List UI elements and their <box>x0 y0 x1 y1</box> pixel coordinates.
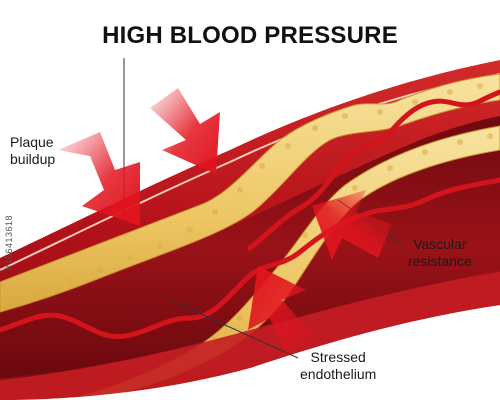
vessel-outer-highlight <box>0 73 500 271</box>
stressed-endothelium-lower <box>0 177 500 340</box>
image-id-credit: #156413618 <box>4 214 14 270</box>
pressure-arrow-bottom <box>248 266 316 356</box>
label-plaque-line-1: Plaque <box>10 134 54 150</box>
label-vascular-resistance: Vascular resistance <box>408 236 472 270</box>
label-stressed-endothelium: Stressed endothelium <box>300 349 376 383</box>
label-endothelium-line-1: Stressed <box>310 349 366 365</box>
label-endothelium-line-2: endothelium <box>300 366 377 382</box>
label-plaque-line-2: buildup <box>10 151 56 167</box>
page-title: HIGH BLOOD PRESSURE <box>102 22 398 49</box>
endothelium-callout-line <box>169 299 299 359</box>
pressure-arrow-right <box>312 190 392 260</box>
plaque-upper-band <box>0 73 500 313</box>
label-vascular-line-1: Vascular <box>413 236 467 252</box>
label-vascular-line-2: resistance <box>408 253 472 269</box>
stressed-endothelium-upper <box>247 89 500 251</box>
pressure-arrow-upper-left <box>58 132 140 226</box>
label-plaque-buildup: Plaque buildup <box>10 134 55 168</box>
pressure-arrow-upper <box>150 88 220 174</box>
